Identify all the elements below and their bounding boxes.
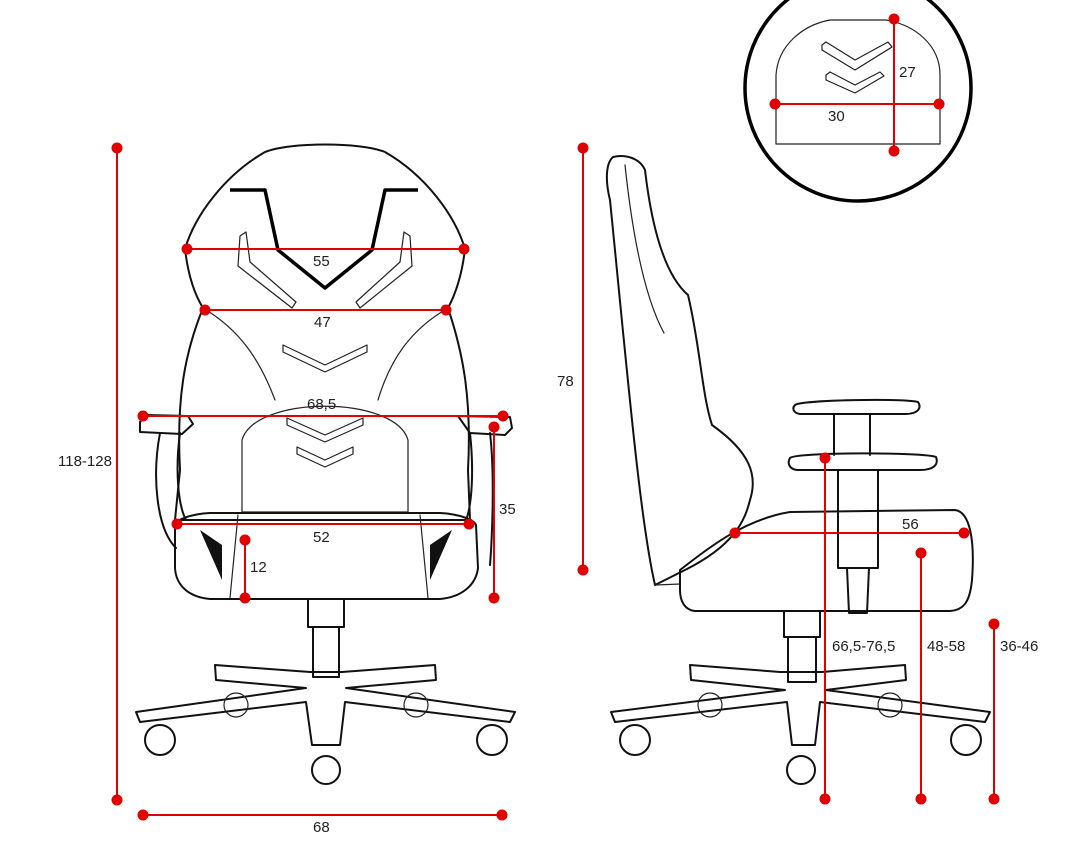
dim-pillow-height: 27 — [888, 13, 916, 157]
dim-total-height: 118-128 — [58, 142, 123, 806]
dim-armrest-height: 35 — [488, 421, 516, 604]
dim-seat-cushion-height: 12 — [239, 534, 267, 604]
label-total-height: 118-128 — [58, 453, 112, 470]
dim-base-to-seat-height: 36-46 — [988, 618, 1038, 805]
front-view-chair — [135, 143, 516, 785]
dim-backrest-height: 78 — [557, 142, 589, 576]
label-seat-floor-height: 48-58 — [927, 638, 965, 655]
label-armrest-floor-height: 66,5-76,5 — [832, 638, 895, 655]
dim-seat-width: 52 — [171, 518, 475, 546]
dim-pillow-width: 30 — [769, 98, 945, 125]
dim-seat-depth: 56 — [729, 516, 970, 539]
label-seat-depth: 56 — [902, 516, 919, 533]
pillow-detail — [743, 0, 973, 203]
label-backrest-height: 78 — [557, 373, 574, 390]
label-seat-width: 52 — [313, 529, 330, 546]
label-headrest-width: 55 — [313, 253, 330, 270]
dim-armrest-floor-height: 66,5-76,5 — [819, 452, 895, 805]
label-armrest-span: 68,5 — [307, 396, 336, 413]
label-backrest-upper-width: 47 — [314, 314, 331, 331]
dim-headrest-width: 55 — [181, 243, 470, 270]
detail-circle — [743, 0, 973, 203]
label-base-to-seat-height: 36-46 — [1000, 638, 1038, 655]
side-view-chair — [605, 155, 991, 785]
label-pillow-height: 27 — [899, 64, 916, 81]
dim-seat-floor-height: 48-58 — [915, 547, 965, 805]
label-pillow-width: 30 — [828, 108, 845, 125]
label-seat-cushion-height: 12 — [250, 559, 267, 576]
label-armrest-height: 35 — [499, 501, 516, 518]
dim-backrest-upper-width: 47 — [199, 304, 452, 331]
dim-armrest-span: 68,5 — [137, 396, 509, 422]
label-base-width: 68 — [313, 819, 330, 836]
dim-base-width: 68 — [137, 809, 508, 836]
